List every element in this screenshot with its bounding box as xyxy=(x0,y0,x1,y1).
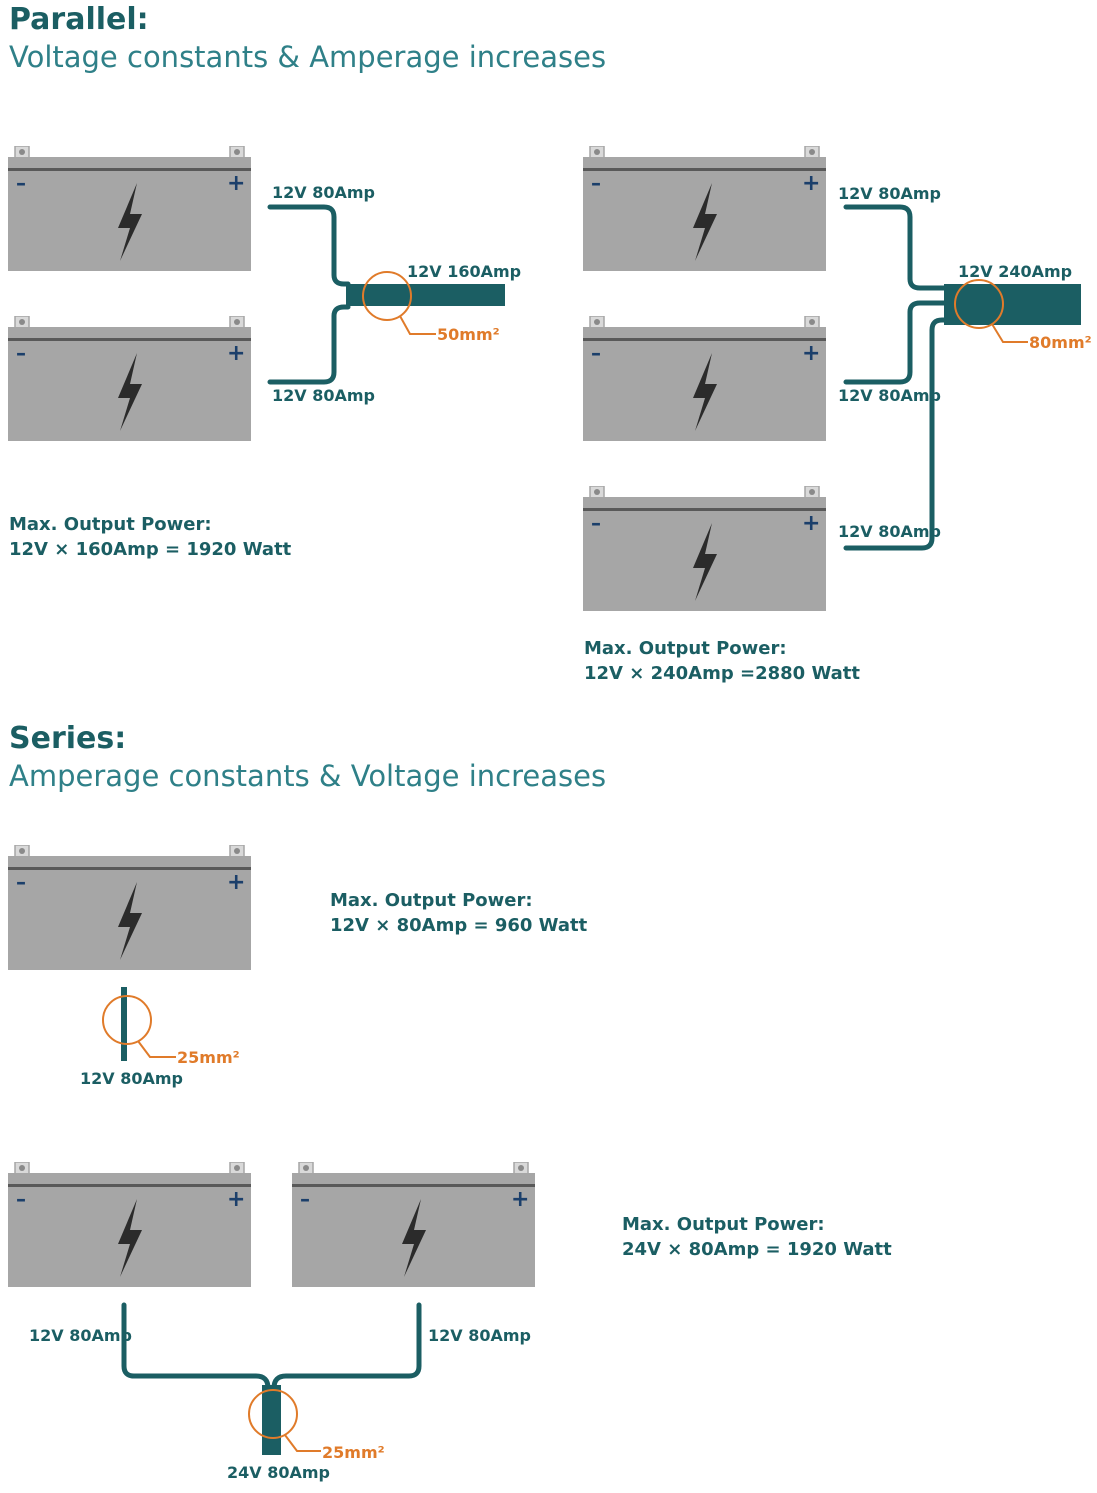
minus-symbol: – xyxy=(591,511,601,535)
plus-symbol: + xyxy=(802,341,820,366)
minus-symbol: – xyxy=(16,341,26,365)
wire-label: 12V 80Amp xyxy=(272,386,375,405)
max-output-power: Max. Output Power: 24V × 80Amp = 1920 Wa… xyxy=(622,1212,892,1262)
plus-symbol: + xyxy=(227,341,245,366)
output-cable xyxy=(346,284,505,306)
minus-symbol: – xyxy=(16,171,26,195)
cable-marker xyxy=(102,995,152,1045)
minus-symbol: – xyxy=(591,171,601,195)
wire-label: 12V 80Amp xyxy=(838,522,941,541)
minus-symbol: – xyxy=(300,1187,310,1211)
cable-size-label: 50mm² xyxy=(437,325,500,344)
battery: –+ xyxy=(583,485,826,611)
wire-left xyxy=(121,1302,271,1391)
battery: –+ xyxy=(8,844,251,970)
lightning-bolt-icon xyxy=(118,1199,142,1277)
output-label: 12V 160Amp xyxy=(407,262,522,281)
wire-label: 12V 80Amp xyxy=(272,183,375,202)
cable-size-label: 80mm² xyxy=(1029,333,1092,352)
cable-marker xyxy=(362,271,412,321)
battery: –+ xyxy=(8,315,251,441)
cable-marker xyxy=(954,279,1004,329)
power-label: Max. Output Power: xyxy=(330,890,533,911)
wire-right xyxy=(271,1302,422,1391)
power-formula: 12V × 80Amp = 960 Watt xyxy=(330,915,588,936)
minus-symbol: – xyxy=(591,341,601,365)
plus-symbol: + xyxy=(227,1187,245,1212)
plus-symbol: + xyxy=(802,511,820,536)
output-label: 24V 80Amp xyxy=(227,1463,330,1482)
lightning-bolt-icon xyxy=(118,882,142,960)
wire-3 xyxy=(843,317,949,551)
power-formula: 12V × 240Amp =2880 Watt xyxy=(584,663,861,684)
battery: –+ xyxy=(583,315,826,441)
power-formula: 12V × 160Amp = 1920 Watt xyxy=(9,539,292,560)
lightning-bolt-icon xyxy=(118,353,142,431)
plus-symbol: + xyxy=(227,870,245,895)
battery: –+ xyxy=(292,1161,535,1287)
output-label: 12V 240Amp xyxy=(958,262,1073,281)
cable-size-label: 25mm² xyxy=(322,1443,385,1462)
wire-2 xyxy=(843,300,949,385)
power-formula: 24V × 80Amp = 1920 Watt xyxy=(622,1239,892,1260)
minus-symbol: – xyxy=(16,1187,26,1211)
battery: –+ xyxy=(8,1161,251,1287)
output-cable xyxy=(121,987,127,1061)
wire-label: 12V 80Amp xyxy=(838,184,941,203)
series-title: Series: xyxy=(9,721,127,756)
power-label: Max. Output Power: xyxy=(622,1214,825,1235)
parallel-title: Parallel: xyxy=(9,2,149,37)
output-cable xyxy=(944,284,1081,325)
output-label: 12V 80Amp xyxy=(80,1069,183,1088)
series-subtitle: Amperage constants & Voltage increases xyxy=(9,759,607,793)
lightning-bolt-icon xyxy=(402,1199,426,1277)
power-label: Max. Output Power: xyxy=(584,638,787,659)
plus-symbol: + xyxy=(802,171,820,196)
plus-symbol: + xyxy=(511,1187,529,1212)
parallel-subtitle: Voltage constants & Amperage increases xyxy=(9,40,607,74)
lightning-bolt-icon xyxy=(118,183,142,261)
power-label: Max. Output Power: xyxy=(9,514,212,535)
lightning-bolt-icon xyxy=(693,353,717,431)
plus-symbol: + xyxy=(227,171,245,196)
battery: –+ xyxy=(8,145,251,271)
minus-symbol: – xyxy=(16,870,26,894)
wire-top xyxy=(267,204,351,287)
lightning-bolt-icon xyxy=(693,523,717,601)
output-cable xyxy=(262,1385,281,1455)
cable-size-label: 25mm² xyxy=(177,1048,240,1067)
wire-label: 12V 80Amp xyxy=(29,1326,132,1345)
wire-label: 12V 80Amp xyxy=(838,386,941,405)
lightning-bolt-icon xyxy=(693,183,717,261)
battery: –+ xyxy=(583,145,826,271)
max-output-power: Max. Output Power: 12V × 160Amp = 1920 W… xyxy=(9,512,291,562)
cable-marker xyxy=(248,1389,298,1439)
max-output-power: Max. Output Power: 12V × 80Amp = 960 Wat… xyxy=(330,888,587,938)
wire-bottom xyxy=(267,304,351,385)
wire-label: 12V 80Amp xyxy=(428,1326,531,1345)
max-output-power: Max. Output Power: 12V × 240Amp =2880 Wa… xyxy=(584,636,860,686)
wire-1 xyxy=(843,204,949,291)
